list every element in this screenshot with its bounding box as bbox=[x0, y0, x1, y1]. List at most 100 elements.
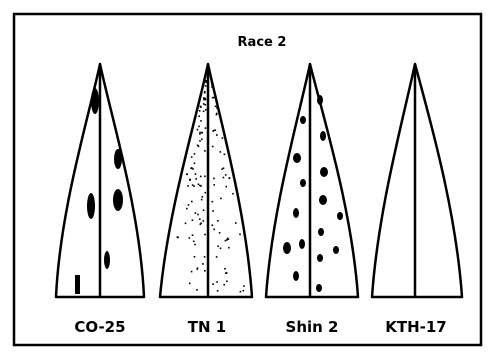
speck bbox=[211, 86, 213, 88]
leaf-label-shin-2: Shin 2 bbox=[286, 318, 339, 336]
speck bbox=[200, 176, 202, 178]
speck bbox=[189, 283, 191, 285]
speck bbox=[198, 126, 200, 128]
speck bbox=[196, 289, 198, 291]
speck bbox=[216, 107, 218, 109]
leaf-co-25 bbox=[56, 64, 144, 297]
figure-title: Race 2 bbox=[238, 35, 287, 50]
speck bbox=[202, 263, 204, 265]
speck bbox=[212, 210, 214, 212]
speck bbox=[185, 223, 187, 225]
speck bbox=[214, 129, 216, 131]
speck bbox=[204, 234, 206, 236]
lesion bbox=[299, 239, 305, 249]
lesion bbox=[320, 167, 328, 177]
speck bbox=[213, 91, 215, 93]
speck bbox=[204, 256, 206, 258]
speck bbox=[228, 247, 230, 249]
speck bbox=[200, 224, 202, 226]
speck bbox=[243, 290, 245, 292]
speck bbox=[220, 151, 222, 153]
speck bbox=[224, 154, 226, 156]
speck bbox=[191, 271, 193, 273]
speck bbox=[223, 167, 225, 169]
speck bbox=[226, 281, 228, 283]
speck bbox=[191, 201, 193, 203]
speck bbox=[216, 134, 218, 136]
speck bbox=[193, 185, 195, 187]
speck bbox=[198, 184, 200, 186]
speck bbox=[197, 214, 199, 216]
leaf-outline bbox=[266, 64, 358, 297]
speck bbox=[213, 229, 215, 231]
speck bbox=[189, 179, 191, 181]
speck bbox=[199, 110, 201, 112]
speck bbox=[199, 133, 201, 135]
lesion bbox=[333, 246, 339, 254]
speck bbox=[205, 85, 207, 87]
speck bbox=[212, 97, 214, 99]
lesion bbox=[317, 95, 323, 105]
speck bbox=[227, 238, 229, 240]
speck bbox=[239, 234, 241, 236]
speck bbox=[220, 198, 222, 200]
speck bbox=[232, 193, 234, 195]
lesion bbox=[293, 208, 299, 218]
leaf-outline bbox=[372, 64, 462, 297]
speck bbox=[203, 111, 205, 113]
speck bbox=[194, 163, 196, 165]
speck bbox=[220, 248, 222, 250]
speck bbox=[200, 185, 202, 187]
lesion bbox=[114, 149, 122, 169]
speck bbox=[211, 225, 213, 227]
speck bbox=[204, 150, 206, 152]
lesion bbox=[293, 271, 299, 281]
speck bbox=[211, 81, 213, 83]
speck bbox=[194, 244, 196, 246]
speck bbox=[186, 208, 188, 210]
lesion bbox=[75, 275, 80, 294]
speck bbox=[195, 212, 197, 214]
speck bbox=[192, 168, 194, 170]
leaf-label-kth-17: KTH-17 bbox=[385, 318, 447, 336]
speck bbox=[204, 270, 206, 272]
speck bbox=[243, 285, 245, 287]
speck bbox=[215, 106, 217, 108]
speck bbox=[216, 114, 218, 116]
lesion bbox=[320, 131, 326, 141]
speck bbox=[205, 99, 207, 101]
leaf-label-co-25: CO-25 bbox=[74, 318, 125, 336]
speck bbox=[192, 184, 194, 186]
speck bbox=[188, 204, 190, 206]
speck bbox=[212, 201, 214, 203]
speck bbox=[196, 268, 198, 270]
lesion bbox=[104, 251, 110, 269]
speck bbox=[192, 219, 194, 221]
speck bbox=[189, 237, 191, 239]
speck bbox=[193, 241, 195, 243]
speck bbox=[197, 129, 199, 131]
speck bbox=[201, 132, 203, 134]
speck bbox=[217, 245, 219, 247]
speck bbox=[205, 109, 207, 111]
speck bbox=[225, 272, 227, 274]
speck bbox=[205, 82, 207, 84]
lesion bbox=[300, 116, 306, 124]
speck bbox=[192, 234, 194, 236]
lesion bbox=[316, 284, 322, 292]
speck bbox=[203, 99, 205, 101]
speck bbox=[202, 196, 204, 198]
speck bbox=[195, 178, 197, 180]
speck bbox=[217, 290, 219, 292]
speck bbox=[205, 127, 207, 129]
speck bbox=[186, 173, 188, 175]
leaf-tn-1 bbox=[160, 64, 252, 297]
speck bbox=[229, 178, 231, 180]
speck bbox=[203, 209, 205, 211]
speck bbox=[223, 284, 225, 286]
speck bbox=[201, 199, 203, 201]
speck bbox=[200, 120, 202, 122]
speck bbox=[198, 115, 200, 117]
speck bbox=[212, 283, 214, 285]
